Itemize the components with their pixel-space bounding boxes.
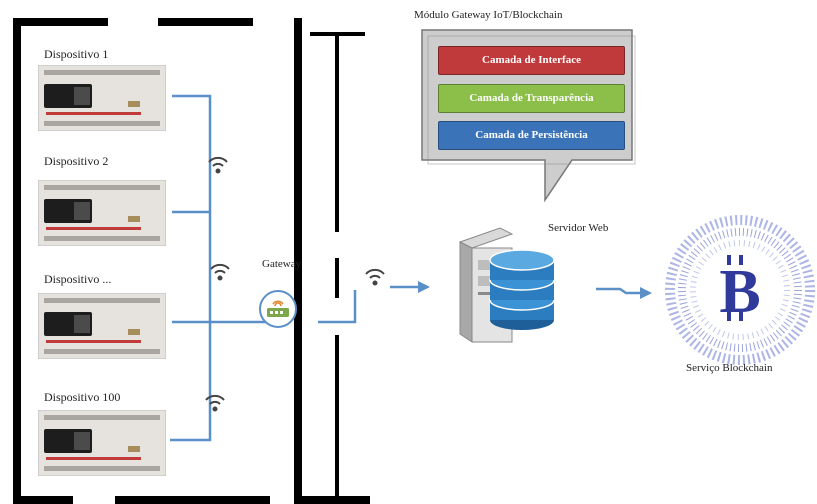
frame-tbar-stem [335, 32, 339, 232]
module-title: Módulo Gateway IoT/Blockchain [414, 9, 563, 21]
frame-top-bar-2 [158, 18, 253, 26]
blockchain-label: Serviço Blockchain [686, 362, 773, 374]
router-icon [259, 290, 297, 328]
layer-interface: Camada de Interface [438, 46, 625, 75]
frame-divider-vertical [294, 18, 302, 504]
frame-bottom-bar-3 [300, 496, 370, 504]
wifi-icon-1 [208, 156, 228, 174]
layer-label: Camada de Persistência [475, 129, 588, 141]
device-label: Dispositivo ... [44, 272, 112, 286]
frame-tbar-mid [335, 258, 339, 298]
frame-bottom-bar-2 [115, 496, 270, 504]
frame-top-bar-1 [13, 18, 108, 26]
layer-persistence: Camada de Persistência [438, 121, 625, 150]
breadboard-icon [38, 65, 166, 131]
breadboard-icon [38, 410, 166, 476]
frame-bottom-bar-1 [13, 496, 73, 504]
gateway-label: Gateway [262, 258, 302, 270]
frame-tbar-low [335, 335, 339, 500]
device-label: Dispositivo 100 [44, 390, 121, 404]
device-label: Dispositivo 2 [44, 154, 109, 168]
frame-left-bar [13, 20, 21, 504]
layer-label: Camada de Interface [482, 54, 581, 66]
wifi-icon-3 [205, 394, 225, 412]
breadboard-icon [38, 293, 166, 359]
wifi-icon-2 [210, 263, 230, 281]
server-label: Servidor Web [548, 222, 609, 234]
wifi-icon-4 [365, 268, 385, 286]
blockchain-icon: B [665, 215, 815, 365]
layer-transparency: Camada de Transparência [438, 84, 625, 113]
server-icon [458, 227, 555, 343]
device-label: Dispositivo 1 [44, 47, 109, 61]
layer-label: Camada de Transparência [469, 92, 594, 104]
breadboard-icon [38, 180, 166, 246]
